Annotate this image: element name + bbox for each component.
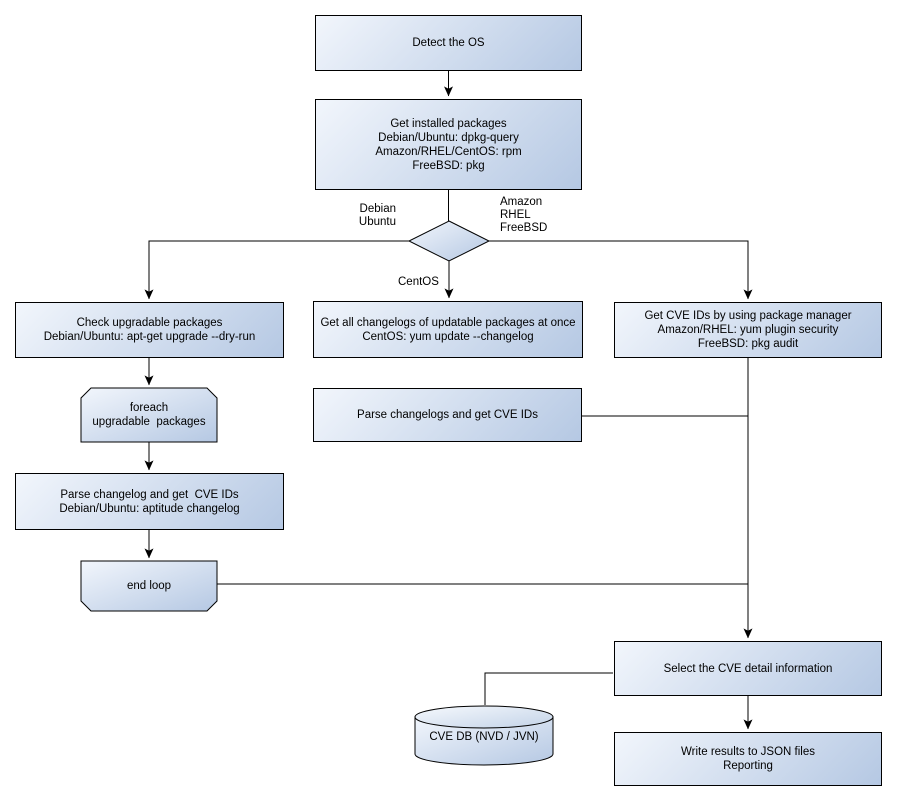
node-label-line: Get all changelogs of updatable packages… — [320, 316, 576, 329]
node-label-line: Parse changelog and get CVE IDs — [60, 488, 239, 501]
node-label-line: Reporting — [723, 760, 773, 772]
node-get-all-changelogs: Get all changelogs of updatable packages… — [313, 301, 583, 358]
branch-label-amazon-rhel-freebsd: Amazon RHEL FreeBSD — [500, 196, 590, 235]
decision-diamond-os-branch — [407, 220, 491, 262]
branch-label-centos: CentOS — [398, 276, 458, 289]
node-label-line: Amazon/RHEL/CentOS: rpm — [375, 145, 522, 158]
node-label-line: Get CVE IDs by using package manager — [644, 310, 852, 322]
database-cylinder-body — [414, 716, 554, 766]
branch-label-line: Ubuntu — [358, 216, 396, 228]
node-label-line: FreeBSD: pkg audit — [697, 338, 799, 350]
node-label-line: Amazon/RHEL: yum plugin security — [657, 324, 839, 336]
branch-label-debian-ubuntu: Debian Ubuntu — [316, 203, 396, 229]
node-label-line: Parse changelogs and get CVE IDs — [357, 409, 538, 421]
node-select-cve-detail: Select the CVE detail information — [614, 641, 882, 696]
node-detect-os: Detect the OS — [315, 15, 582, 71]
node-parse-changelogs-get-cve-ids: Parse changelogs and get CVE IDs — [313, 388, 582, 442]
node-label-line: Select the CVE detail information — [663, 662, 833, 675]
branch-label-line: FreeBSD — [500, 222, 548, 234]
node-get-cve-ids-package-manager: Get CVE IDs by using package manager Ama… — [614, 302, 882, 358]
node-label-line: CentOS: yum update --changelog — [362, 330, 534, 343]
branch-label-line: Amazon — [500, 196, 543, 208]
connector-decision-to-get-cve-ids — [489, 240, 753, 300]
database-label: CVE DB (NVD / JVN) — [415, 729, 553, 745]
node-label-line: Debian/Ubuntu: aptitude changelog — [59, 502, 240, 515]
node-label-line: FreeBSD: pkg — [412, 159, 485, 172]
database-cylinder-top — [414, 705, 554, 729]
node-label-line: upgradable packages — [92, 416, 206, 428]
connector-decision-to-check-upgradable — [144, 240, 409, 300]
node-label-line: end loop — [126, 580, 172, 592]
branch-label-line: Debian — [359, 203, 396, 215]
node-get-installed-packages: Get installed packages Debian/Ubuntu: dp… — [315, 99, 582, 190]
node-label-line: Get installed packages — [390, 117, 507, 130]
node-label-line: Detect the OS — [412, 37, 485, 49]
loop-begin-label: foreach upgradable packages — [81, 388, 217, 442]
node-label-line: foreach — [129, 402, 169, 414]
branch-label-line: RHEL — [500, 209, 531, 221]
node-label-line: CVE DB (NVD / JVN) — [429, 731, 539, 743]
loop-end-shape — [80, 560, 218, 612]
loop-begin-shape — [80, 387, 218, 443]
node-parse-changelog-get-cve-ids: Parse changelog and get CVE IDs Debian/U… — [15, 473, 284, 530]
loop-end-label: end loop — [81, 561, 217, 611]
node-label-line: Check upgradable packages — [76, 317, 223, 329]
connector-cvedb-to-select — [484, 672, 613, 705]
node-label-line: Write results to JSON files — [681, 746, 815, 758]
node-check-upgradable-packages: Check upgradable packages Debian/Ubuntu:… — [15, 302, 284, 358]
node-write-results-reporting: Write results to JSON files Reporting — [614, 732, 882, 786]
node-label-line: Debian/Ubuntu: dpkg-query — [378, 131, 519, 144]
node-label-line: Debian/Ubuntu: apt-get upgrade --dry-run — [43, 331, 256, 343]
branch-label-line: CentOS — [398, 276, 439, 288]
